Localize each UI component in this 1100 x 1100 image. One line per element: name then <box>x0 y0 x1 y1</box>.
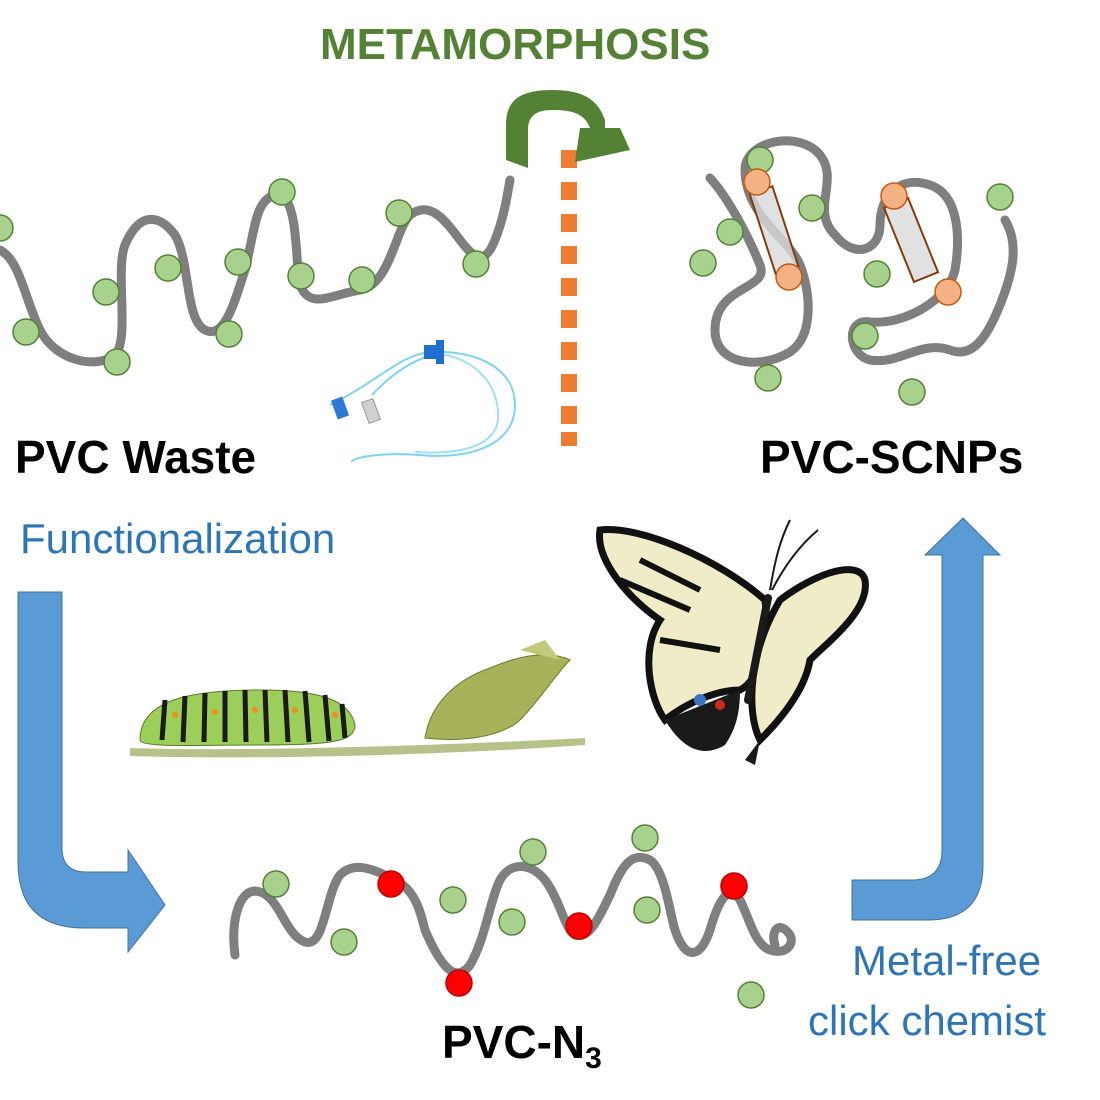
functionalization-arrow <box>17 591 166 954</box>
catheter-image <box>329 340 517 463</box>
functionalization-label: Functionalization <box>20 515 336 562</box>
metal-free-label: Metal-free <box>852 937 1042 984</box>
pvc-scnps-label: PVC-SCNPs <box>760 431 1024 483</box>
pvc-n3-label-subscript: 3 <box>585 1042 602 1075</box>
pvc-n3-label: PVC-N3 <box>442 1015 602 1076</box>
butterfly-image <box>596 519 869 765</box>
pvc-waste-chain <box>0 175 515 376</box>
metamorphosis-dashed-line <box>561 150 577 446</box>
pvc-n3-chain <box>229 824 796 1009</box>
click-chemistry-arrow <box>851 517 1002 921</box>
click-chemistry-label: click chemist <box>808 997 1047 1044</box>
metamorphosis-arrow <box>506 90 630 168</box>
pvc-waste-label: PVC Waste <box>15 431 257 483</box>
caterpillar-image <box>130 640 585 758</box>
pvc-scnps-particle <box>689 136 1018 406</box>
diagram-title: METAMORPHOSIS <box>320 20 711 69</box>
pvc-n3-label-base: PVC-N <box>442 1016 586 1068</box>
